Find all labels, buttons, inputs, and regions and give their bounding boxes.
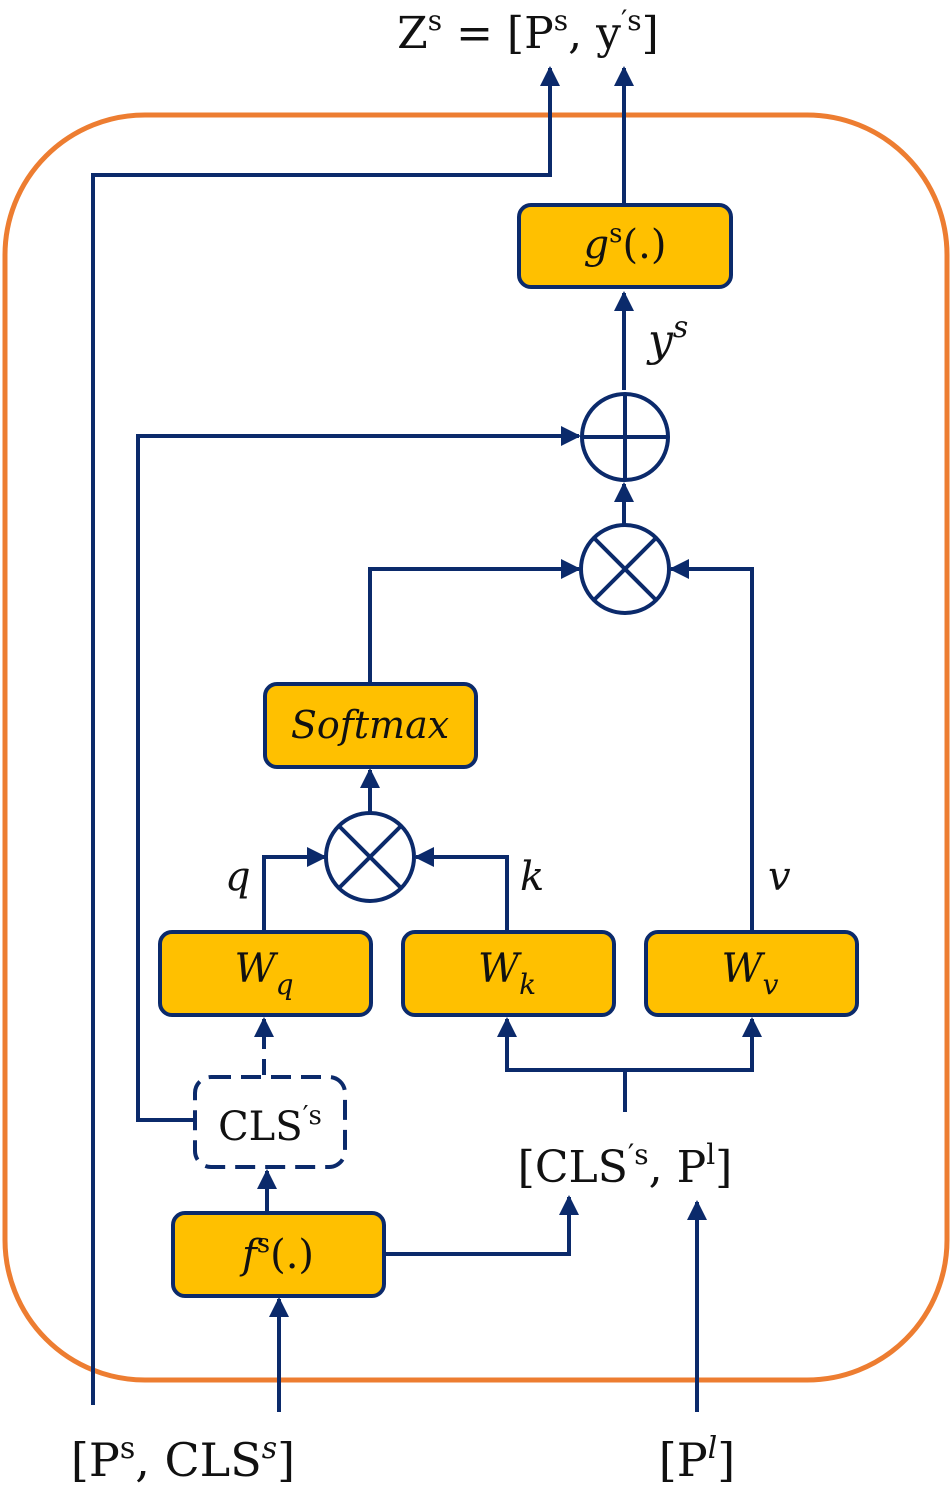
svg-text:Wq: Wq (234, 946, 293, 1001)
module-frame (2, 112, 950, 1383)
cls-dashed-block: CLS′s (193, 1075, 347, 1169)
arrow-f-to-concat (386, 1195, 579, 1256)
branch-concat (497, 1017, 627, 1112)
wv-sub: v (763, 968, 779, 1001)
k-label: k (520, 854, 544, 900)
f-tail: (.) (270, 1232, 314, 1278)
arrow-softmax-to-times (368, 559, 581, 683)
svg-text:gs(.): gs(.) (584, 219, 667, 268)
g-sup: s (609, 219, 622, 249)
arrow-wk-to-qk (414, 847, 509, 932)
connectors (91, 66, 762, 1412)
wv-block: Wv (644, 930, 859, 1017)
output-label: Zs = [Ps, y′s] (397, 4, 659, 59)
arrow-wv-to-times (669, 559, 754, 932)
softmax-block: Softmax (263, 682, 478, 769)
g-base: g (584, 222, 610, 268)
branch-concat-v (625, 1017, 762, 1072)
svg-text:CLS′s: CLS′s (218, 1101, 322, 1150)
residual-cls-to-plus (136, 426, 581, 1122)
f-sup: s (257, 1229, 270, 1259)
wk-sub: k (519, 968, 536, 1001)
ys-label: ys (646, 310, 688, 366)
arrow-wq-to-qk (262, 847, 327, 932)
q-label: q (225, 854, 251, 900)
circle-times-icon (579, 523, 671, 615)
svg-text:fs(.): fs(.) (239, 1229, 314, 1278)
v-label: v (768, 854, 791, 900)
wk-base: W (478, 946, 522, 992)
circle-times-icon (324, 811, 416, 903)
wq-base: W (234, 946, 278, 992)
concat-label: [CLS′s, Pl] (518, 1138, 733, 1193)
svg-text:Wv: Wv (722, 946, 779, 1001)
wv-base: W (722, 946, 766, 992)
cls-sup: ′s (303, 1101, 322, 1131)
input-left-label: [Ps, CLSs] (71, 1431, 295, 1487)
g-block: gs(.) (517, 203, 733, 289)
wk-block: Wk (401, 930, 616, 1017)
wq-block: Wq (158, 930, 373, 1017)
softmax-label: Softmax (291, 703, 449, 747)
f-block: fs(.) (171, 1211, 386, 1298)
g-tail: (.) (623, 222, 667, 268)
skip-connection-ps (91, 66, 560, 1405)
cls-base: CLS (218, 1104, 303, 1150)
svg-text:Wk: Wk (478, 946, 536, 1001)
circle-plus-icon (580, 392, 670, 482)
input-right-label: [Pl] (659, 1431, 735, 1487)
wq-sub: q (276, 968, 294, 1001)
